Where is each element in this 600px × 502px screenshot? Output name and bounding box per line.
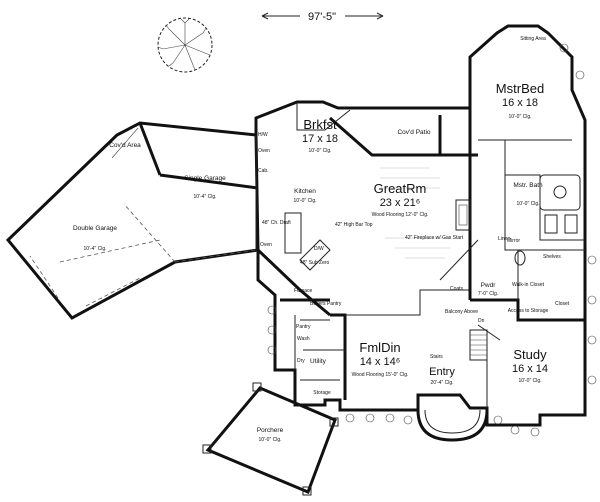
room-brkfst-note: 10'-0" Clg. — [308, 148, 331, 154]
garage-wing — [5, 121, 260, 320]
label-dw: D/W — [314, 246, 324, 252]
room-greatrm-name: GreatRm — [374, 181, 427, 196]
room-mstrbed-size: 16 x 18 — [502, 97, 538, 109]
label-cab: Cab. — [258, 168, 269, 174]
room-kitchen-note: 10'-0" Clg. — [293, 198, 316, 204]
room-brkfst-name: Brkfst — [303, 117, 337, 132]
room-porchere-name: Porchere — [257, 427, 284, 434]
room-covd-area-name: Cov'd Area — [109, 142, 141, 149]
kitchen-island — [284, 212, 331, 271]
overall-dimension: 97'-5" — [261, 11, 384, 23]
label-sub-zero: 48" Sub Zero — [300, 260, 330, 266]
entry-bay — [416, 409, 489, 442]
room-pwdr-name: Pwdr — [481, 282, 497, 289]
room-study-size: 16 x 14 — [512, 363, 548, 375]
room-entry-note: 20'-4" Clg. — [430, 380, 453, 386]
room-greatrm-size: 23 x 21⁶ — [380, 197, 421, 209]
room-mstrbed-note: 10'-0" Clg. — [508, 114, 531, 120]
overall-dimension-text: 97'-5" — [308, 11, 336, 23]
label-mirror: Mirror — [507, 238, 520, 244]
room-entry-name: Entry — [429, 366, 455, 378]
room-porchere-note: 10'-0" Clg. — [258, 437, 281, 443]
room-kitchen-name: Kitchen — [294, 188, 316, 195]
room-sitting-name: Sitting Area — [520, 36, 546, 42]
stairs-icon — [469, 324, 501, 361]
bath-fixtures — [514, 174, 581, 266]
room-single-garage-name: Single Garage — [184, 175, 226, 182]
room-single-garage-note: 10'-4" Clg. — [193, 194, 216, 200]
room-fmldin-name: FmlDin — [359, 340, 400, 355]
room-double-garage-note: 10'-4" Clg. — [83, 246, 106, 252]
room-fmldin-note: Wood Flooring 15'-0" Clg. — [352, 372, 409, 378]
label-coats: Coats — [450, 286, 464, 292]
label-dn: Dn — [478, 318, 485, 324]
room-fmldin-size: 14 x 14⁶ — [360, 356, 401, 368]
label-pantry: Pantry — [296, 324, 311, 330]
label-furnace: Furnace — [294, 288, 313, 294]
room-pwdr-note: 7'-0" Clg. — [478, 291, 498, 297]
tree-icon — [157, 17, 213, 73]
label-dry: Dry — [297, 358, 305, 364]
label-shelves: Shelves — [543, 254, 561, 260]
room-walkin-name: Walk-in Closet — [512, 282, 545, 288]
porchere — [202, 382, 339, 496]
label-oven: Oven — [260, 242, 272, 248]
label-balcony: Balcony Above — [445, 309, 478, 315]
label-wash: Wash — [297, 336, 310, 342]
room-double-garage-name: Double Garage — [73, 225, 117, 232]
label-oven2: Oven — [258, 148, 270, 154]
label-dh-draft: 48" Ch. Draft — [262, 220, 291, 226]
label-butler-pantry: Butlers Pantry — [310, 301, 342, 307]
room-study-name: Study — [513, 347, 547, 362]
fireplace-icon — [455, 199, 471, 231]
room-covd-patio-name: Cov'd Patio — [397, 129, 430, 136]
house-outline — [254, 24, 587, 427]
great-room-floor — [380, 167, 450, 259]
label-linen: Linen — [498, 236, 510, 242]
label-hw: H/W — [258, 132, 268, 138]
room-storage-name: Storage — [313, 390, 331, 396]
room-brkfst-size: 17 x 18 — [302, 133, 338, 145]
label-stairs: Stairs — [430, 354, 443, 360]
label-bar-top: 42" High Bar Top — [335, 222, 373, 228]
room-mstr-bath-note: 10'-0" Clg. — [516, 201, 539, 207]
room-mstrbed-name: MstrBed — [496, 81, 544, 96]
label-fireplace: 42" Fireplace w/ Gas Start — [405, 235, 464, 241]
room-greatrm-note: Wood Flooring 12'-0" Clg. — [372, 212, 429, 218]
room-access-name: Access to Storage — [508, 308, 549, 314]
shrubs — [267, 43, 597, 437]
room-study-note: 10'-0" Clg. — [518, 378, 541, 384]
label-closet: Closet — [555, 301, 570, 307]
room-utility-name: Utility — [310, 358, 327, 365]
room-mstr-bath-name: Mstr. Bath — [513, 182, 543, 189]
